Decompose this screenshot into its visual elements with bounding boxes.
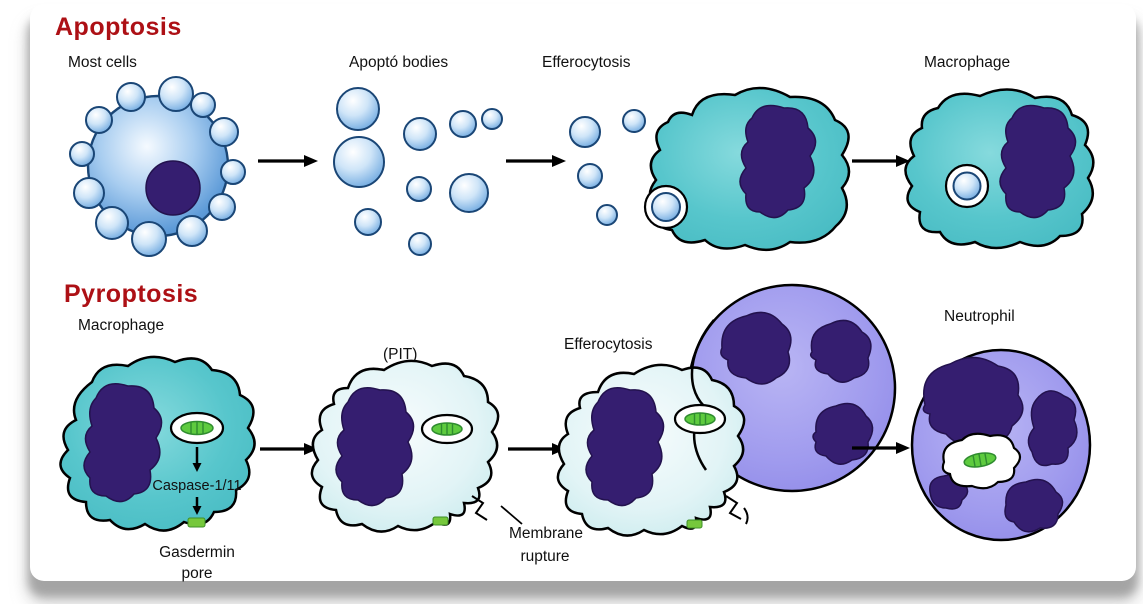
label-macrophage-bottom: Macrophage xyxy=(78,317,164,334)
apoptotic-body xyxy=(481,108,503,130)
ruptured-membrane-squiggle xyxy=(743,507,749,525)
apoptotic-body xyxy=(406,176,432,202)
label-efferocytosis-top: Efferocytosis xyxy=(542,54,631,71)
apoptotic-body xyxy=(403,117,437,151)
label-most-cells: Most cells xyxy=(68,54,137,71)
blebbing-cell xyxy=(69,76,246,257)
apoptotic-body xyxy=(449,110,477,138)
gasdermin-pore xyxy=(686,519,703,529)
bacterium-stripes xyxy=(693,413,707,425)
neutrophil-efferocytosis-scene: Membrane rupture xyxy=(500,283,897,565)
apoptotic-body xyxy=(333,136,385,188)
apoptotic-body xyxy=(596,204,618,226)
nucleus xyxy=(145,160,201,216)
apoptotic-body xyxy=(354,208,382,236)
engulfing-pseudopod xyxy=(690,319,715,407)
apoptosis-section: Apoptosis Most cells Apoptó bodies Effer… xyxy=(55,13,1095,257)
neutrophil-nucleus xyxy=(922,356,1078,533)
pit-cell xyxy=(310,359,500,533)
label-macrophage-top: Macrophage xyxy=(924,54,1010,71)
free-apoptotic-bodies xyxy=(569,109,646,226)
apoptotic-body xyxy=(408,232,432,256)
pyroptosis-title: Pyroptosis xyxy=(64,280,198,308)
ruptured-membrane-squiggle xyxy=(471,495,488,521)
bacterium-stripes xyxy=(440,423,454,435)
bleb xyxy=(116,82,146,112)
nucleus-lobe xyxy=(812,402,874,465)
gasdermin-pore-label-line2: pore xyxy=(181,565,212,582)
nucleus-lobe xyxy=(1004,478,1064,533)
membrane-rupture-label-line1: Membrane xyxy=(509,525,583,542)
gasdermin-pore-label-line1: Gasdermin xyxy=(159,544,235,561)
neutrophil-cell xyxy=(910,348,1092,542)
membrane-rupture-pointer xyxy=(500,505,523,525)
engulfed-apoptotic-body xyxy=(952,171,982,201)
bacterium xyxy=(180,420,214,436)
apoptotic-bodies xyxy=(333,87,503,256)
bleb xyxy=(208,193,236,221)
pyroptosis-section: Pyroptosis Macrophage (PIT) Efferocytosi… xyxy=(59,280,1092,582)
membrane-blebs xyxy=(69,76,246,257)
macrophage-cell xyxy=(904,88,1095,250)
nucleus xyxy=(999,104,1077,219)
nucleus xyxy=(739,104,817,219)
bacterium-stripes xyxy=(190,421,204,435)
bleb xyxy=(176,215,208,247)
bacterium xyxy=(431,422,463,436)
gasdermin-pore xyxy=(432,516,449,526)
efferocytosis-scene xyxy=(569,86,851,251)
nucleus-lobe xyxy=(809,319,872,383)
nucleus xyxy=(585,387,665,507)
label-efferocytosis-bottom: Efferocytosis xyxy=(564,336,653,353)
bleb xyxy=(158,76,194,112)
apoptotic-body xyxy=(336,87,380,131)
pyroptotic-macrophage: Caspase-1/11 Gasdermin pore xyxy=(59,355,256,582)
bacterium-stripes xyxy=(972,453,988,467)
apoptotic-body xyxy=(569,116,601,148)
gasdermin-pore xyxy=(187,517,206,528)
nucleus-lobe xyxy=(922,356,1024,446)
label-apoptotic-bodies: Apoptó bodies xyxy=(349,54,448,71)
nucleus-lobe xyxy=(1027,390,1078,467)
label-neutrophil: Neutrophil xyxy=(944,308,1015,325)
apoptotic-body xyxy=(449,173,489,213)
bleb xyxy=(220,159,246,185)
bacterium xyxy=(963,452,997,468)
apoptotic-body xyxy=(622,109,646,133)
bleb xyxy=(190,92,216,118)
bleb xyxy=(131,221,167,257)
engulfed-apoptotic-body xyxy=(651,192,681,222)
membrane-rupture-label-line2: rupture xyxy=(520,548,569,565)
bacterium xyxy=(684,412,716,426)
label-pit: (PIT) xyxy=(383,346,417,363)
nucleus xyxy=(335,387,415,507)
bleb xyxy=(73,177,105,209)
bleb xyxy=(85,106,113,134)
bleb xyxy=(95,206,129,240)
bleb xyxy=(209,117,239,147)
apoptosis-title: Apoptosis xyxy=(55,13,182,41)
nucleus xyxy=(83,383,163,503)
apoptotic-body xyxy=(577,163,603,189)
bleb xyxy=(69,141,95,167)
caspase-label: Caspase-1/11 xyxy=(152,478,241,494)
nucleus-lobe xyxy=(720,311,792,385)
ruptured-membrane-squiggle xyxy=(725,495,742,520)
